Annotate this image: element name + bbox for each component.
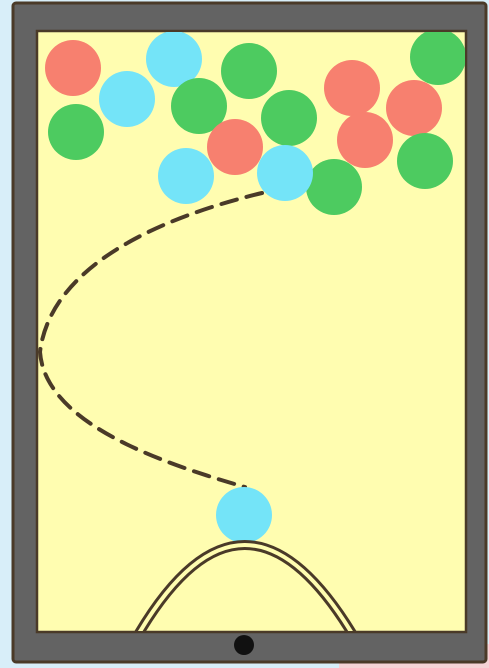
bubble-red	[45, 40, 101, 96]
loaded-bubble[interactable]	[216, 487, 272, 543]
bubble-red	[207, 119, 263, 175]
bubble-blue	[99, 71, 155, 127]
bubble-green	[221, 43, 277, 99]
bubble-green	[410, 29, 466, 85]
bubble-blue	[257, 145, 313, 201]
bubble-green	[48, 104, 104, 160]
bubble-blue	[158, 148, 214, 204]
bubble-red	[324, 60, 380, 116]
bubble-red	[386, 80, 442, 136]
bubble-green	[397, 133, 453, 189]
home-button[interactable]	[234, 635, 254, 655]
bubble-green	[306, 159, 362, 215]
bubble-red	[337, 112, 393, 168]
bubble-green	[261, 90, 317, 146]
